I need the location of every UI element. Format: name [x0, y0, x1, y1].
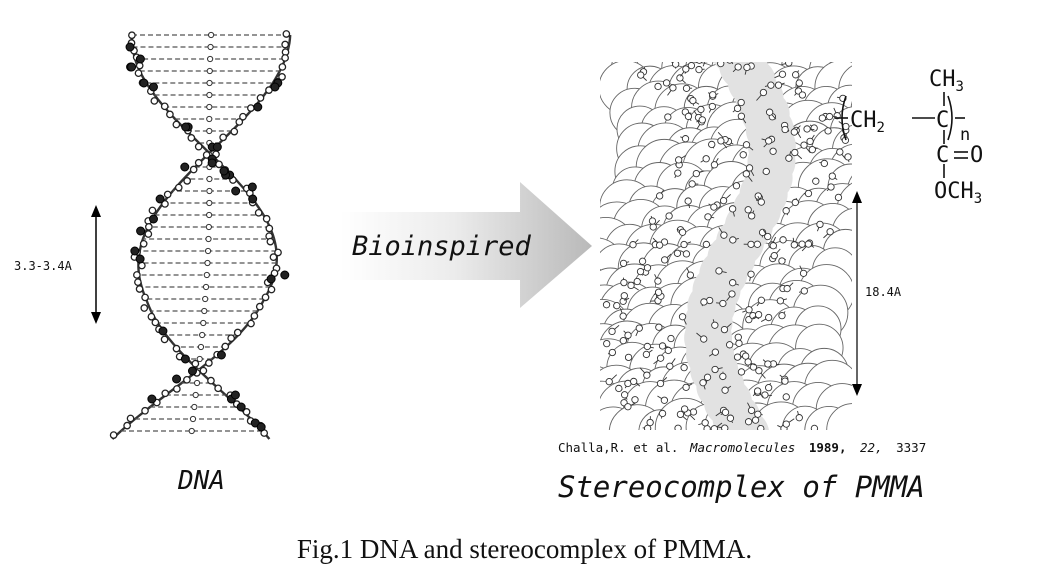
formula-carbonyl-c: C — [936, 143, 949, 168]
formula-ch3-top-sub: 3 — [956, 79, 964, 95]
formula-right-bracket — [947, 95, 953, 141]
dna-spacing-label: 3.3-3.4A — [14, 259, 73, 273]
pmma-spacing-label: 18.4A — [865, 285, 902, 299]
formula-ch2: CH — [850, 108, 877, 133]
formula-n: n — [960, 125, 970, 145]
dna-label: DNA — [177, 466, 225, 496]
svg-text:CH2: CH2 — [850, 108, 885, 136]
pmma-spacing-arrow — [852, 191, 862, 396]
dna-spacing-arrow — [91, 205, 101, 324]
svg-text:CH3: CH3 — [929, 67, 964, 95]
bioinspired-label: Bioinspired — [352, 231, 532, 262]
bioinspired-arrow — [340, 182, 592, 308]
figure-caption: Fig.1 DNA and stereocomplex of PMMA. — [296, 534, 753, 564]
pmma-label: Stereocomplex of PMMA — [558, 470, 925, 504]
citation-journal: Macromolecules — [689, 440, 795, 455]
citation-page: 3337 — [896, 440, 926, 455]
formula-c: C — [936, 108, 949, 133]
citation-volume: 22, — [860, 440, 883, 455]
formula-ch3-top: CH — [929, 67, 956, 92]
citation-authors: Challa,R. et al. — [558, 440, 678, 455]
formula-och3: OCH — [934, 179, 974, 204]
svg-text:OCH3: OCH3 — [934, 179, 982, 207]
pmma-stereocomplex-illustration — [600, 62, 852, 430]
pmma-citation: Challa,R. et al. Macromolecules 1989, 22… — [558, 440, 926, 455]
pmma-formula: CH2 C n CH3 C O OCH3 — [835, 67, 983, 207]
formula-och3-sub: 3 — [974, 191, 982, 207]
formula-o: O — [970, 143, 983, 168]
citation-year: 1989, — [809, 440, 847, 455]
dna-helix-illustration — [109, 30, 292, 440]
formula-ch2-sub: 2 — [877, 120, 885, 136]
